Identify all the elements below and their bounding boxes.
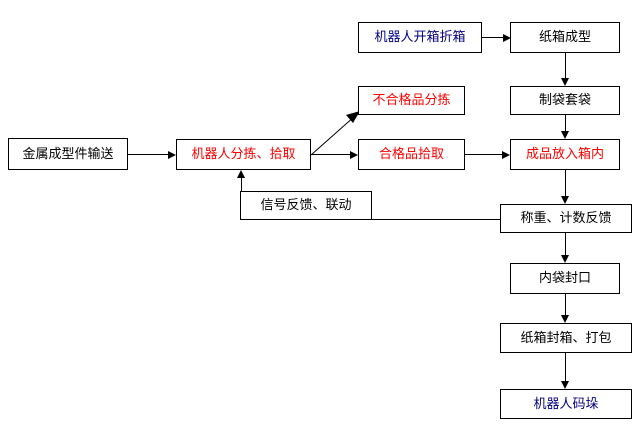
node-label-inner-bag-seal: 内袋封口 <box>538 271 591 286</box>
edge-bag-making-to-product-into-box <box>565 115 566 132</box>
edge-qualified-pick-to-product-into-box <box>465 154 502 155</box>
edge-metal-feed-to-robot-sort <box>128 154 168 155</box>
arrowhead-robot-sort-to-qualified-pick <box>350 151 358 159</box>
node-label-qualified-pick: 合格品拾取 <box>378 147 444 162</box>
arrowhead-robot-open-carton-to-carton-forming <box>503 34 511 42</box>
node-signal-feedback[interactable]: 信号反馈、联动 <box>240 191 372 220</box>
edge-weigh-count-to-inner-bag-seal <box>565 233 566 256</box>
arrowhead-weigh-count-to-inner-bag-seal <box>561 255 569 263</box>
node-inner-bag-seal[interactable]: 内袋封口 <box>510 263 620 294</box>
node-label-signal-feedback: 信号反馈、联动 <box>260 198 352 213</box>
arrowhead-product-into-box-to-weigh-count <box>561 196 569 204</box>
edge-carton-forming-to-bag-making <box>565 53 566 79</box>
node-label-bag-making: 制袋套袋 <box>538 93 591 108</box>
edge-carton-seal-pack-to-robot-palletize <box>565 353 566 382</box>
node-label-robot-sort-pick: 机器人分拣、拾取 <box>191 147 296 162</box>
node-label-carton-seal-pack: 纸箱封箱、打包 <box>520 330 612 346</box>
edge-inner-bag-seal-to-carton-seal-pack <box>565 294 566 316</box>
node-weigh-count[interactable]: 称重、计数反馈 <box>500 204 632 233</box>
edge-robot-sort-to-reject-sort <box>310 111 360 156</box>
node-reject-sort[interactable]: 不合格品分拣 <box>358 86 465 115</box>
node-metal-feed[interactable]: 金属成型件输送 <box>8 138 128 170</box>
node-robot-sort-pick[interactable]: 机器人分拣、拾取 <box>176 139 311 170</box>
node-qualified-pick[interactable]: 合格品拾取 <box>358 139 465 170</box>
arrowhead-carton-forming-to-bag-making <box>561 78 569 86</box>
arrowhead-metal-feed-to-robot-sort <box>168 151 176 159</box>
node-robot-palletize[interactable]: 机器人码垛 <box>500 389 632 419</box>
node-label-weigh-count: 称重、计数反馈 <box>520 211 612 226</box>
node-label-robot-palletize: 机器人码垛 <box>533 396 599 412</box>
edge-robot-open-carton-to-carton-forming <box>482 37 503 38</box>
node-label-robot-open-carton: 机器人开箱折箱 <box>374 30 466 45</box>
node-label-carton-forming: 纸箱成型 <box>538 30 591 45</box>
node-carton-forming[interactable]: 纸箱成型 <box>510 22 620 53</box>
node-product-into-box[interactable]: 成品放入箱内 <box>510 139 620 170</box>
node-label-metal-feed: 金属成型件输送 <box>22 146 114 162</box>
node-bag-making[interactable]: 制袋套袋 <box>510 86 620 115</box>
node-label-reject-sort: 不合格品分拣 <box>372 93 451 108</box>
arrowhead-inner-bag-seal-to-carton-seal-pack <box>561 315 569 323</box>
edge-robot-sort-to-qualified-pick <box>311 154 350 155</box>
arrowhead-bag-making-to-product-into-box <box>561 131 569 139</box>
node-carton-seal-pack[interactable]: 纸箱封箱、打包 <box>500 323 632 353</box>
edge-product-into-box-to-weigh-count <box>565 170 566 197</box>
arrowhead-feedback-to-robot-sort <box>237 170 245 178</box>
node-robot-open-carton[interactable]: 机器人开箱折箱 <box>358 22 482 53</box>
node-label-product-into-box: 成品放入箱内 <box>525 147 604 162</box>
arrowhead-carton-seal-pack-to-robot-palletize <box>561 381 569 389</box>
arrowhead-qualified-pick-to-product-into-box <box>502 151 510 159</box>
